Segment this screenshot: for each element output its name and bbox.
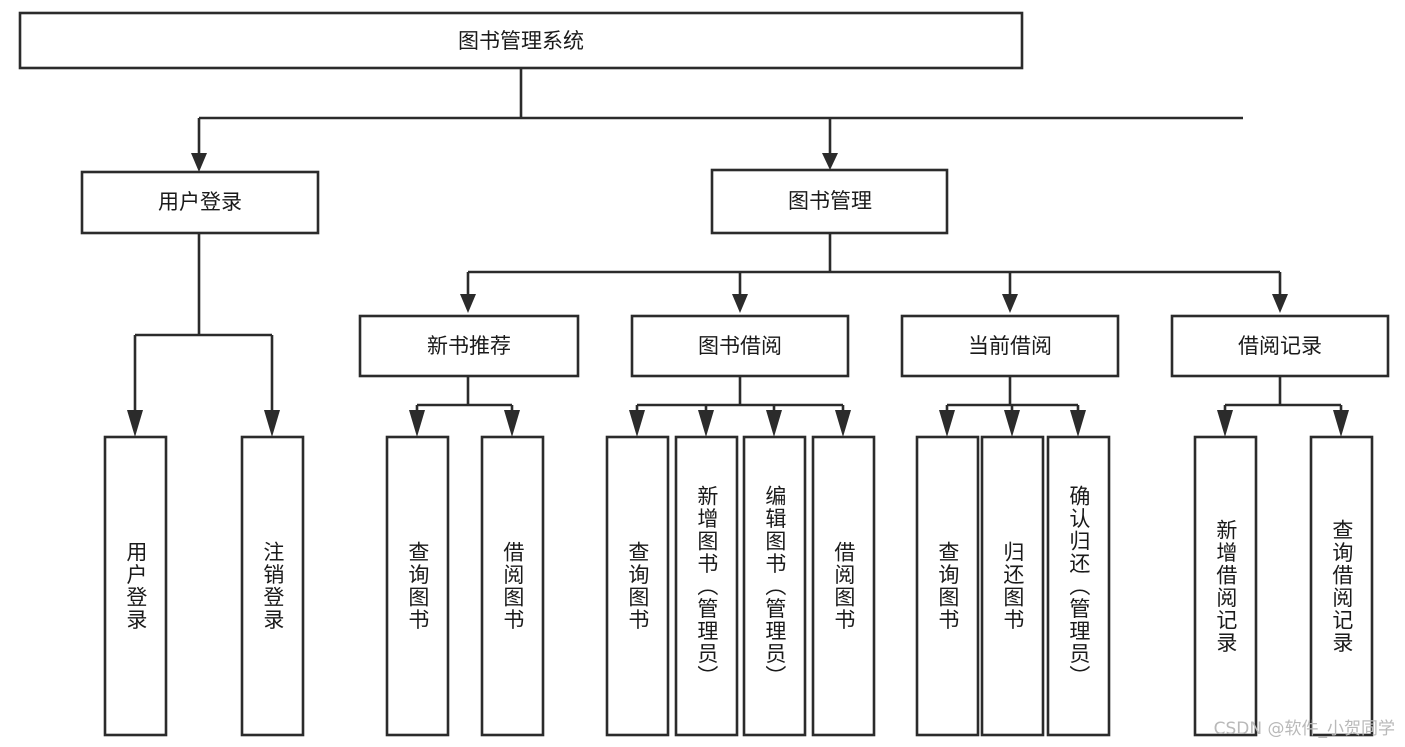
- leaf-node-borrow-book-2[interactable]: [811, 435, 876, 737]
- leaf-node-add-book[interactable]: [674, 435, 739, 737]
- node-borrow-record-label: 借阅记录: [1238, 334, 1322, 358]
- leaf-node-edit-book[interactable]: [742, 435, 807, 737]
- node-root[interactable]: 图书管理系统: [18, 11, 1024, 70]
- leaf-node-return-book[interactable]: [980, 435, 1045, 737]
- node-current-borrow-label: 当前借阅: [968, 334, 1052, 358]
- connector-bookmgmt-to-level2: [460, 233, 1288, 313]
- node-current-borrow[interactable]: 当前借阅: [900, 314, 1120, 378]
- node-new-book-recommend[interactable]: 新书推荐: [358, 314, 580, 378]
- node-book-management[interactable]: 图书管理: [710, 168, 949, 235]
- node-user-login-label: 用户登录: [158, 190, 242, 214]
- node-new-book-recommend-label: 新书推荐: [427, 334, 511, 358]
- leaf-node-query-record[interactable]: [1309, 435, 1374, 737]
- csdn-watermark: CSDN @软件_小贺同学: [1213, 719, 1395, 739]
- connector-currentborrow-to-leaves: [939, 377, 1086, 437]
- leaf-node-query-book-2[interactable]: [605, 435, 670, 737]
- leaf-node-add-record[interactable]: [1193, 435, 1258, 737]
- leaf-node-confirm-return[interactable]: [1046, 435, 1111, 737]
- node-root-label: 图书管理系统: [458, 29, 584, 53]
- node-book-borrow-label: 图书借阅: [698, 334, 782, 358]
- connector-newbook-to-leaves: [409, 377, 520, 437]
- connector-userlogin-to-leaves: [127, 233, 280, 437]
- leaf-node-user-login[interactable]: [103, 435, 168, 737]
- connector-root-to-level1: [191, 68, 1243, 172]
- node-user-login[interactable]: 用户登录: [80, 170, 320, 235]
- leaf-node-query-book-1[interactable]: [385, 435, 450, 737]
- leaf-node-user-logout[interactable]: [240, 435, 305, 737]
- leaf-node-query-book-3[interactable]: [915, 435, 980, 737]
- node-borrow-record[interactable]: 借阅记录: [1170, 314, 1390, 378]
- node-book-management-label: 图书管理: [788, 189, 872, 213]
- leaf-node-borrow-book-1[interactable]: [480, 435, 545, 737]
- connector-borrowrecord-to-leaves: [1217, 377, 1349, 437]
- node-book-borrow[interactable]: 图书借阅: [630, 314, 850, 378]
- connector-bookborrow-to-leaves: [629, 377, 851, 437]
